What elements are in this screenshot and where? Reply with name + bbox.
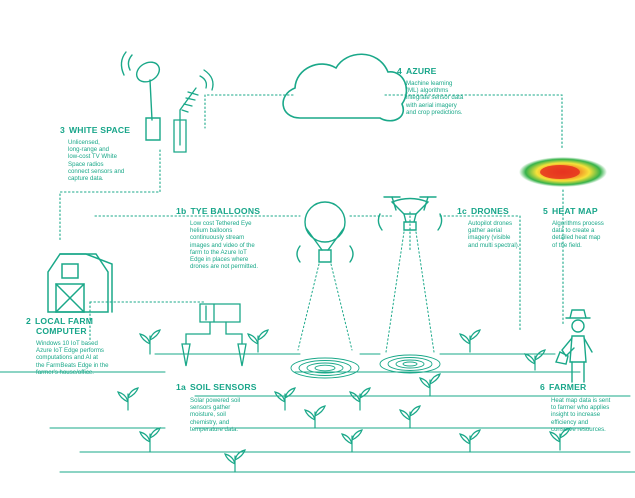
white-space-title: WHITE SPACE bbox=[68, 125, 131, 135]
balloons-desc-line: Low cost Tethered Eye bbox=[190, 220, 252, 227]
heat-map-desc-line: Algorithms process bbox=[552, 220, 604, 227]
heat-map-desc-line: of the field. bbox=[552, 241, 582, 249]
soil-sensors-desc-line: moisture, soil bbox=[190, 411, 226, 419]
crop-sprouts bbox=[117, 329, 571, 473]
field-rows bbox=[0, 353, 635, 473]
heat-map-description: Algorithms process data to create a deta… bbox=[552, 220, 604, 249]
drones-title: DRONES bbox=[470, 206, 509, 216]
local-farm-desc-line: farmer's house/office. bbox=[36, 368, 94, 376]
drones-desc-line: imagery (visible bbox=[468, 234, 511, 242]
heat-map-desc-line: detailed heat map bbox=[552, 234, 601, 242]
soil-sensor-icon bbox=[181, 303, 247, 367]
drone-view-cone bbox=[385, 231, 435, 353]
azure-step-number: 4 bbox=[397, 66, 402, 76]
white-space-desc-line: long-range and bbox=[68, 146, 109, 154]
azure-desc-line: Machine learning bbox=[406, 80, 453, 87]
drones-description: Autopilot drones gather aerial imagery (… bbox=[468, 220, 519, 249]
drones-desc-line: gather aerial bbox=[468, 227, 502, 235]
white-space-antenna-icon bbox=[173, 69, 214, 153]
balloon-target-rings bbox=[290, 357, 360, 379]
farmer-desc-line: efficiency and bbox=[551, 418, 589, 426]
drone-icon bbox=[377, 196, 443, 231]
balloons-step-number: 1b bbox=[176, 206, 187, 216]
tethered-balloon-icon bbox=[296, 201, 354, 263]
white-space-description: Unlicensed, long-range and low-cost TV W… bbox=[68, 139, 124, 182]
azure-title: AZURE bbox=[405, 66, 437, 76]
soil-sensors-title: SOIL SENSORS bbox=[189, 382, 257, 392]
soil-sensors-desc-line: sensors gather bbox=[190, 404, 231, 412]
soil-sensors-desc-line: Solar powered soil bbox=[190, 397, 241, 404]
cloud-icon bbox=[282, 53, 408, 122]
local-farm-desc-line: Azure IoT Edge performs bbox=[36, 347, 104, 355]
heat-map-step-number: 5 bbox=[543, 206, 548, 216]
heat-map-title: HEAT MAP bbox=[551, 206, 598, 216]
local-farm-step-number: 2 bbox=[26, 316, 31, 326]
white-space-desc-line: connect sensors and bbox=[68, 167, 125, 175]
farmer-desc-line: to farmer who applies bbox=[551, 404, 610, 412]
soil-sensors-desc-line: temperature data. bbox=[190, 425, 239, 433]
farmer-title: FARMER bbox=[548, 382, 587, 392]
balloons-desc-line: helium balloons bbox=[190, 227, 233, 235]
connector-lines bbox=[59, 94, 564, 341]
balloon-view-cone bbox=[297, 263, 353, 351]
azure-desc-line: with aerial imagery bbox=[406, 101, 457, 109]
farmer-desc-line: insight to increase bbox=[551, 411, 601, 419]
local-farm-title-line2: COMPUTER bbox=[36, 326, 87, 336]
balloons-desc-line: images and video of the bbox=[190, 241, 255, 249]
white-space-desc-line: low-cost TV White bbox=[68, 153, 117, 161]
farmer-step-number: 6 bbox=[540, 382, 545, 392]
farmer-desc-line: Heat map data is sent bbox=[551, 397, 611, 404]
white-space-desc-line: capture data. bbox=[68, 175, 104, 183]
barn-icon bbox=[47, 253, 113, 313]
local-farm-title: LOCAL FARM bbox=[34, 316, 94, 326]
soil-sensors-step-number: 1a bbox=[176, 382, 186, 392]
local-farm-desc-line: computations and AI at bbox=[36, 354, 98, 362]
satellite-dish-icon bbox=[120, 51, 161, 141]
balloons-desc-line: farm to the Azure IoT bbox=[190, 248, 247, 256]
balloons-desc-line: continuously stream bbox=[190, 234, 245, 242]
local-farm-desc-line: the FarmBeats Edge in the bbox=[36, 361, 109, 369]
balloons-title: TYE BALLOONS bbox=[190, 206, 261, 216]
farmer-desc-line: conserve resources. bbox=[551, 425, 606, 433]
heat-map-desc-line: data to create a bbox=[552, 227, 595, 235]
azure-desc-line: and crop predictions. bbox=[406, 108, 463, 116]
balloons-desc-line: drones are not permitted. bbox=[190, 263, 259, 271]
white-space-desc-line: Space radios bbox=[68, 160, 104, 168]
azure-description: Machine learning (ML) algorithms integra… bbox=[406, 80, 463, 116]
local-farm-desc-line: Windows 10 IoT based bbox=[36, 340, 98, 347]
soil-sensors-desc-line: chemistry, and bbox=[190, 418, 230, 426]
farmer-description: Heat map data is sent to farmer who appl… bbox=[551, 397, 610, 433]
azure-desc-line: integrate sensor data bbox=[406, 94, 464, 102]
heat-map-graphic bbox=[519, 157, 607, 187]
balloons-desc-line: Edge in places where bbox=[190, 256, 249, 264]
farmer-icon bbox=[555, 309, 593, 383]
balloons-description: Low cost Tethered Eye helium balloons co… bbox=[190, 220, 258, 270]
white-space-step-number: 3 bbox=[60, 125, 65, 135]
drones-step-number: 1c bbox=[457, 206, 467, 216]
drones-desc-line: and multi spectral). bbox=[468, 241, 520, 249]
soil-sensors-description: Solar powered soil sensors gather moistu… bbox=[190, 397, 240, 433]
drones-desc-line: Autopilot drones bbox=[468, 220, 513, 227]
azure-desc-line: (ML) algorithms bbox=[406, 87, 449, 95]
local-farm-description: Windows 10 IoT based Azure IoT Edge perf… bbox=[36, 340, 109, 376]
white-space-desc-line: Unlicensed, bbox=[68, 139, 100, 146]
drone-target-rings bbox=[379, 354, 441, 374]
